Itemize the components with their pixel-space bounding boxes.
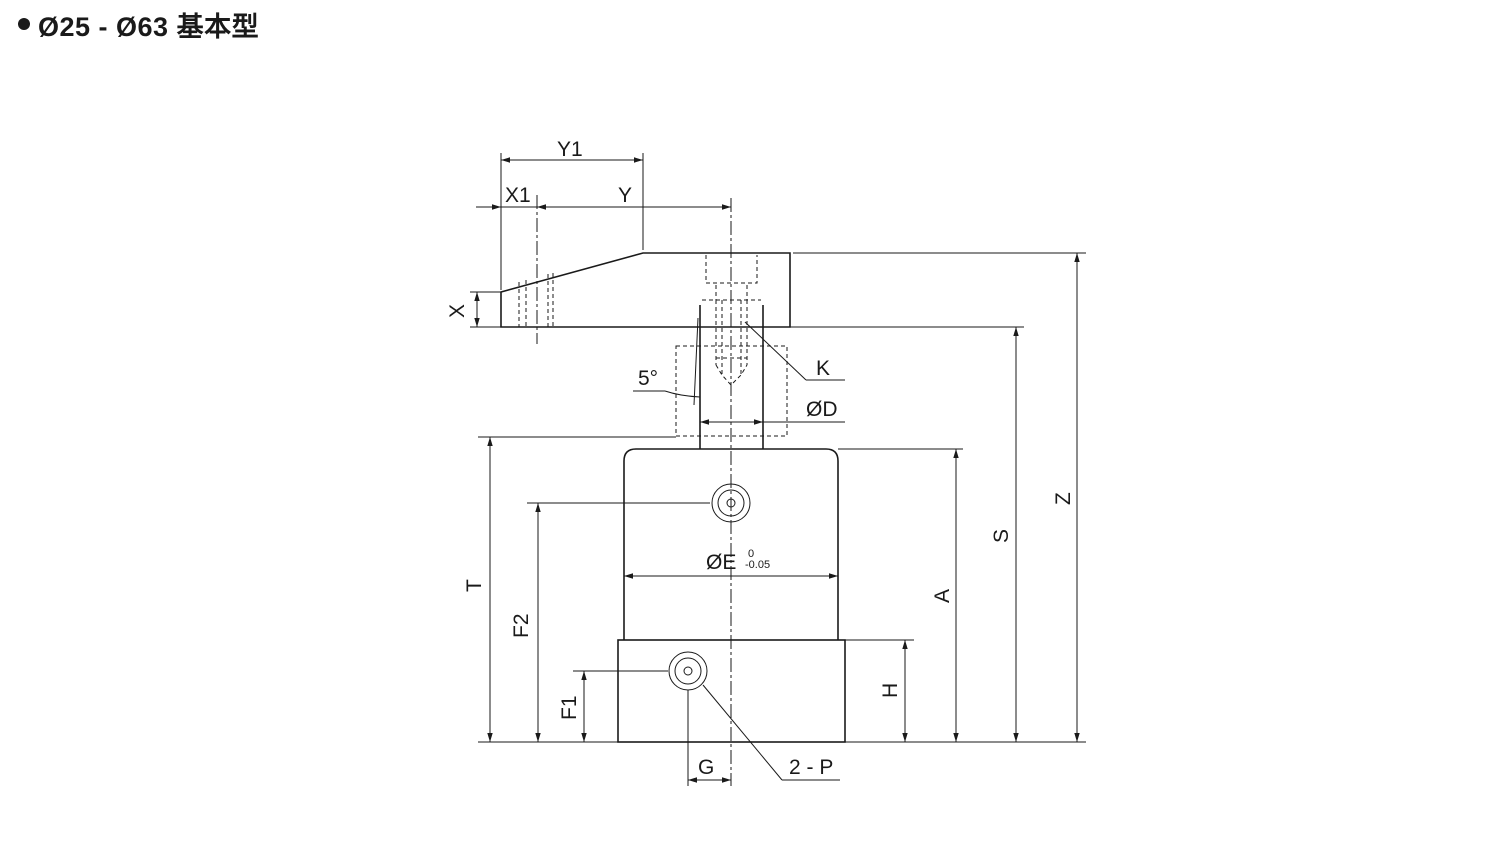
piston-rod: [675, 300, 788, 449]
dimension-t: T: [463, 436, 676, 743]
label-y1: Y1: [557, 138, 583, 161]
dimension-f2: F2: [510, 502, 710, 742]
label-oe-tol-upper: 0: [748, 548, 754, 560]
callout-angle: 5°: [633, 367, 701, 398]
label-h: H: [879, 683, 902, 698]
label-k: K: [816, 357, 830, 380]
label-oe-tol-lower: -0.05: [745, 559, 770, 571]
label-f1: F1: [558, 695, 581, 720]
callout-p: 2 - P: [702, 684, 840, 781]
label-s: S: [990, 529, 1013, 543]
label-x: X: [446, 304, 469, 318]
dimension-od: ØD: [700, 398, 845, 425]
label-oe: ØE: [706, 551, 736, 574]
bullet-icon: [18, 18, 30, 30]
page-title: Ø25 - Ø63 基本型: [38, 11, 260, 42]
dimension-a: A: [838, 448, 963, 743]
dimension-y1: Y1: [500, 138, 644, 290]
dimension-z: Z: [793, 252, 1086, 743]
dimension-x: X: [446, 291, 501, 328]
label-t: T: [463, 579, 486, 592]
label-x1: X1: [505, 184, 531, 207]
label-g: G: [698, 756, 714, 779]
dimension-h: H: [845, 639, 914, 743]
label-z: Z: [1052, 492, 1075, 505]
label-y: Y: [618, 184, 632, 207]
dimension-g: G: [687, 690, 731, 786]
label-p: 2 - P: [789, 756, 833, 779]
callout-k: K: [744, 321, 845, 381]
dimension-oe: ØE 0 -0.05: [624, 548, 838, 579]
dimension-s: S: [790, 326, 1024, 743]
label-a: A: [931, 589, 954, 603]
dimension-x1-y: X1 Y: [476, 184, 731, 344]
label-f2: F2: [510, 613, 533, 638]
label-od: ØD: [806, 398, 838, 421]
dimension-f1: F1: [558, 670, 668, 742]
label-angle: 5°: [638, 367, 658, 390]
page-header: Ø25 - Ø63 基本型: [18, 6, 259, 42]
